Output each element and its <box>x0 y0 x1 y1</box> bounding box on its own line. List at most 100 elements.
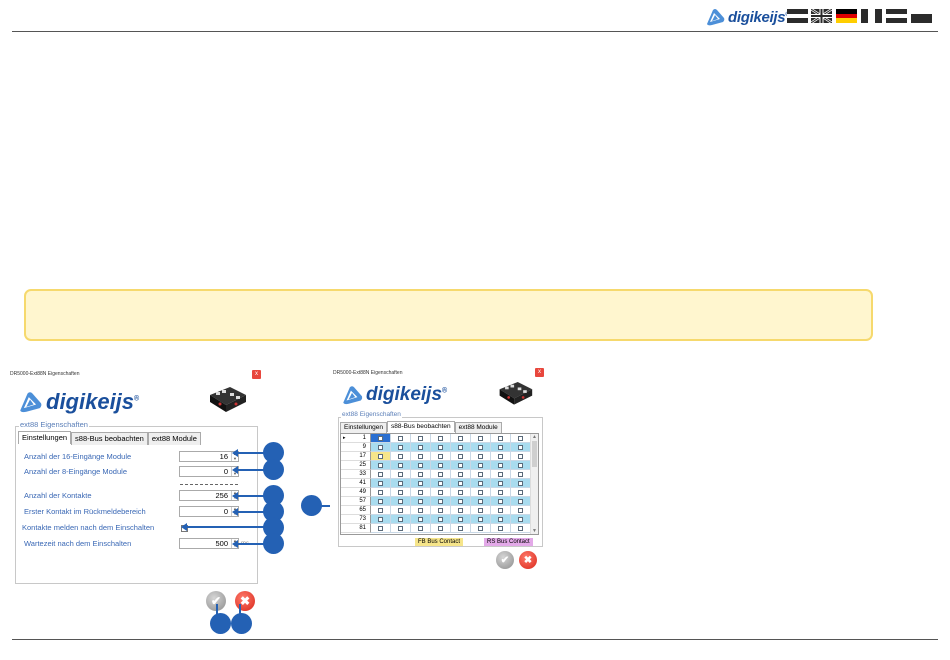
contact-checkbox[interactable] <box>458 526 463 531</box>
contact-checkbox[interactable] <box>498 508 503 513</box>
contact-checkbox[interactable] <box>378 436 383 441</box>
contact-checkbox[interactable] <box>518 499 523 504</box>
contact-cell[interactable] <box>431 515 451 524</box>
contact-cell[interactable] <box>371 452 391 461</box>
contact-cell[interactable] <box>451 488 471 497</box>
contact-checkbox[interactable] <box>398 454 403 459</box>
contact-checkbox[interactable] <box>458 499 463 504</box>
contact-cell[interactable] <box>491 524 511 533</box>
contact-checkbox[interactable] <box>498 490 503 495</box>
contact-cell[interactable] <box>391 488 411 497</box>
contact-cell[interactable] <box>371 506 391 515</box>
ok-button[interactable]: ✔ <box>496 551 514 569</box>
contact-cell[interactable] <box>431 470 451 479</box>
contact-checkbox[interactable] <box>518 454 523 459</box>
contact-cell[interactable] <box>511 524 531 533</box>
contact-checkbox[interactable] <box>478 490 483 495</box>
contact-checkbox[interactable] <box>498 481 503 486</box>
tab-einstellungen[interactable]: Einstellungen <box>340 422 388 433</box>
contact-checkbox[interactable] <box>498 499 503 504</box>
contact-checkbox[interactable] <box>378 526 383 531</box>
contact-checkbox[interactable] <box>458 490 463 495</box>
close-button[interactable]: x <box>252 370 261 379</box>
contact-cell[interactable] <box>511 452 531 461</box>
cancel-button[interactable]: ✖ <box>519 551 537 569</box>
contact-checkbox[interactable] <box>418 526 423 531</box>
contact-checkbox[interactable] <box>398 463 403 468</box>
contact-cell[interactable] <box>411 497 431 506</box>
contact-cell[interactable] <box>371 443 391 452</box>
contact-cell[interactable] <box>411 434 431 443</box>
contact-checkbox[interactable] <box>378 481 383 486</box>
contact-cell[interactable] <box>451 461 471 470</box>
contact-checkbox[interactable] <box>418 472 423 477</box>
contact-cell[interactable] <box>451 497 471 506</box>
contact-checkbox[interactable] <box>438 472 443 477</box>
flag-de-icon[interactable] <box>836 9 857 23</box>
contact-checkbox[interactable] <box>438 445 443 450</box>
contact-cell[interactable] <box>511 479 531 488</box>
tab-s88-bus-beobachten[interactable]: s88-Bus beobachten <box>387 421 455 432</box>
contact-cell[interactable] <box>491 515 511 524</box>
contact-checkbox[interactable] <box>438 490 443 495</box>
contact-cell[interactable] <box>391 524 411 533</box>
contact-cell[interactable] <box>391 443 411 452</box>
contact-checkbox[interactable] <box>518 481 523 486</box>
contact-cell[interactable] <box>451 434 471 443</box>
contact-cell[interactable] <box>451 515 471 524</box>
contact-cell[interactable] <box>411 515 431 524</box>
contact-cell[interactable] <box>491 488 511 497</box>
contact-cell[interactable] <box>471 524 491 533</box>
contact-checkbox[interactable] <box>398 517 403 522</box>
contact-cell[interactable] <box>491 452 511 461</box>
contact-checkbox[interactable] <box>478 508 483 513</box>
contact-checkbox[interactable] <box>478 463 483 468</box>
contact-cell[interactable] <box>511 434 531 443</box>
contact-checkbox[interactable] <box>418 490 423 495</box>
contact-checkbox[interactable] <box>398 472 403 477</box>
contact-cell[interactable] <box>431 497 451 506</box>
contact-cell[interactable] <box>511 470 531 479</box>
contact-cell[interactable] <box>431 506 451 515</box>
contact-cell[interactable] <box>371 461 391 470</box>
contact-cell[interactable] <box>411 443 431 452</box>
contact-checkbox[interactable] <box>378 445 383 450</box>
contact-cell[interactable] <box>411 461 431 470</box>
contact-checkbox[interactable] <box>518 517 523 522</box>
cancel-button[interactable]: ✖ <box>235 591 255 611</box>
contact-checkbox[interactable] <box>438 481 443 486</box>
contact-checkbox[interactable] <box>418 454 423 459</box>
contact-cell[interactable] <box>431 443 451 452</box>
contact-checkbox[interactable] <box>438 526 443 531</box>
tab-ext88-module[interactable]: ext88 Module <box>454 422 502 433</box>
contact-checkbox[interactable] <box>378 499 383 504</box>
flag-gb-icon[interactable] <box>811 9 832 23</box>
digikeijs-logo[interactable]: digikeijs® <box>704 6 790 28</box>
contact-checkbox[interactable] <box>458 517 463 522</box>
contact-checkbox[interactable] <box>398 481 403 486</box>
contact-cell[interactable] <box>371 470 391 479</box>
contact-checkbox[interactable] <box>438 508 443 513</box>
contact-cell[interactable] <box>451 452 471 461</box>
contact-cell[interactable] <box>431 524 451 533</box>
contact-checkbox[interactable] <box>378 454 383 459</box>
contact-cell[interactable] <box>491 506 511 515</box>
first-contact-input[interactable]: 0 ▲▼ <box>179 506 239 517</box>
contact-checkbox[interactable] <box>518 490 523 495</box>
contact-checkbox[interactable] <box>518 508 523 513</box>
contact-cell[interactable] <box>471 470 491 479</box>
contact-checkbox[interactable] <box>498 463 503 468</box>
contact-cell[interactable] <box>431 461 451 470</box>
contact-checkbox[interactable] <box>498 526 503 531</box>
contact-cell[interactable] <box>511 461 531 470</box>
contact-cell[interactable] <box>511 488 531 497</box>
contact-checkbox[interactable] <box>478 517 483 522</box>
contact-checkbox[interactable] <box>398 526 403 531</box>
contact-checkbox[interactable] <box>378 517 383 522</box>
contact-cell[interactable] <box>491 470 511 479</box>
contact-cell[interactable] <box>471 497 491 506</box>
contact-checkbox[interactable] <box>478 454 483 459</box>
flag-lu-icon[interactable] <box>886 9 907 23</box>
contact-cell[interactable] <box>471 479 491 488</box>
flag-generic-icon[interactable] <box>911 9 932 23</box>
